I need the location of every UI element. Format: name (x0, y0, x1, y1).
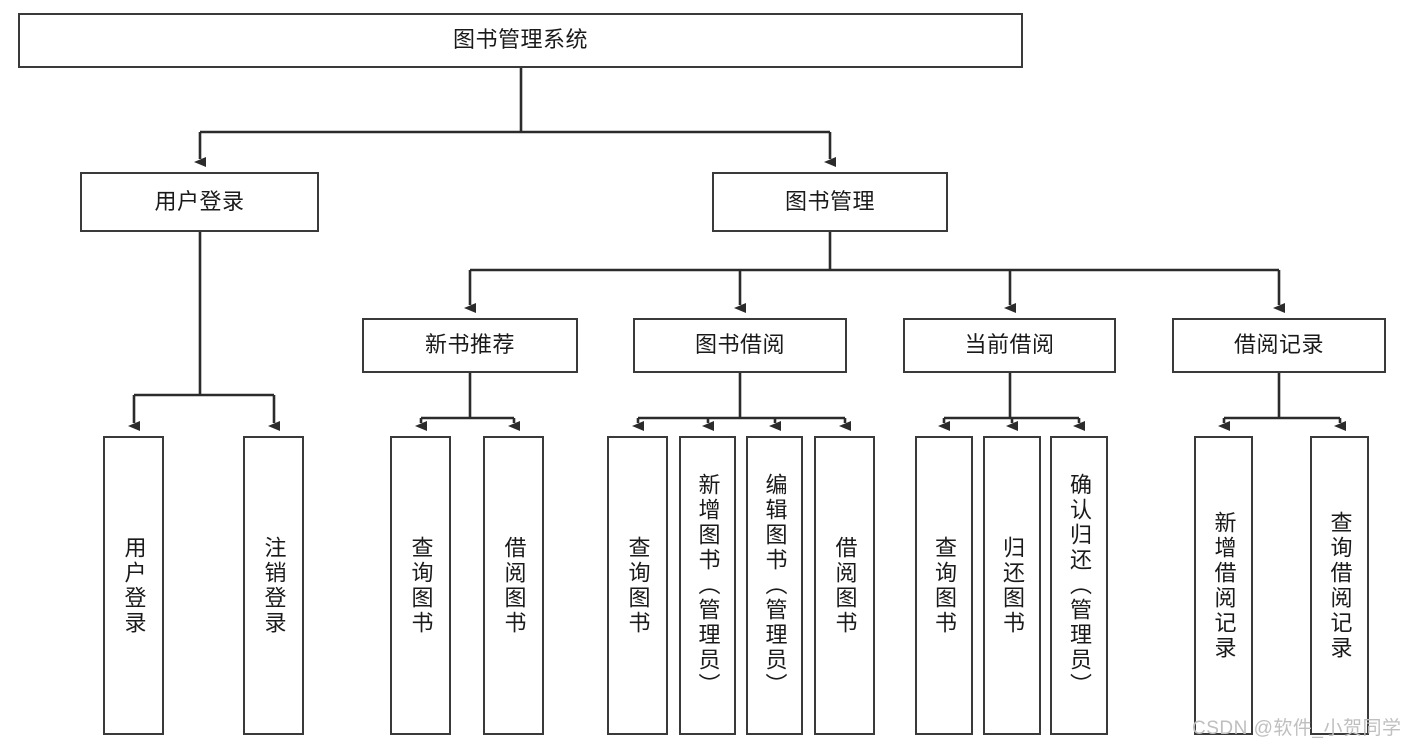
node-leaf-return-book[interactable]: 归还图书 (983, 436, 1041, 735)
node-label: 新书推荐 (424, 332, 515, 358)
node-label: 编辑图书（管理员） (762, 473, 788, 698)
node-leaf-query-book-1[interactable]: 查询图书 (390, 436, 451, 735)
node-leaf-edit-book[interactable]: 编辑图书（管理员） (746, 436, 803, 735)
node-leaf-query-book-3[interactable]: 查询图书 (915, 436, 973, 735)
node-root[interactable]: 图书管理系统 (18, 13, 1023, 68)
node-book-borrow[interactable]: 图书借阅 (633, 318, 847, 373)
node-current-borrow[interactable]: 当前借阅 (903, 318, 1116, 373)
node-leaf-borrow-book-1[interactable]: 借阅图书 (483, 436, 544, 735)
node-label: 确认归还（管理员） (1067, 473, 1092, 698)
node-label: 查询图书 (932, 535, 957, 636)
node-leaf-borrow-book-2[interactable]: 借阅图书 (814, 436, 875, 735)
node-label: 借阅记录 (1233, 332, 1324, 358)
node-leaf-query-book-2[interactable]: 查询图书 (607, 436, 668, 735)
node-leaf-logout[interactable]: 注销登录 (243, 436, 304, 735)
node-user-login[interactable]: 用户登录 (80, 172, 319, 232)
node-label: 查询借阅记录 (1327, 510, 1353, 661)
node-leaf-add-record[interactable]: 新增借阅记录 (1194, 436, 1253, 735)
node-label: 查询图书 (408, 535, 434, 636)
node-leaf-confirm-return[interactable]: 确认归还（管理员） (1050, 436, 1108, 735)
node-label: 图书借阅 (694, 332, 785, 358)
node-label: 当前借阅 (964, 332, 1055, 358)
node-leaf-query-record[interactable]: 查询借阅记录 (1310, 436, 1369, 735)
node-label: 新增借阅记录 (1211, 510, 1237, 661)
node-label: 图书管理系统 (452, 27, 588, 53)
node-label: 借阅图书 (832, 535, 858, 636)
node-leaf-add-book[interactable]: 新增图书（管理员） (679, 436, 736, 735)
node-borrow-record[interactable]: 借阅记录 (1172, 318, 1386, 373)
node-label: 用户登录 (121, 535, 147, 636)
node-label: 查询图书 (625, 535, 651, 636)
node-label: 注销登录 (261, 535, 287, 636)
node-label: 用户登录 (154, 188, 245, 214)
node-label: 归还图书 (1000, 535, 1025, 636)
node-label: 新增图书（管理员） (695, 473, 721, 698)
node-book-manage[interactable]: 图书管理 (712, 172, 948, 232)
node-label: 图书管理 (784, 188, 875, 214)
node-leaf-user-login[interactable]: 用户登录 (103, 436, 164, 735)
node-label: 借阅图书 (501, 535, 527, 636)
node-new-book-rec[interactable]: 新书推荐 (362, 318, 578, 373)
